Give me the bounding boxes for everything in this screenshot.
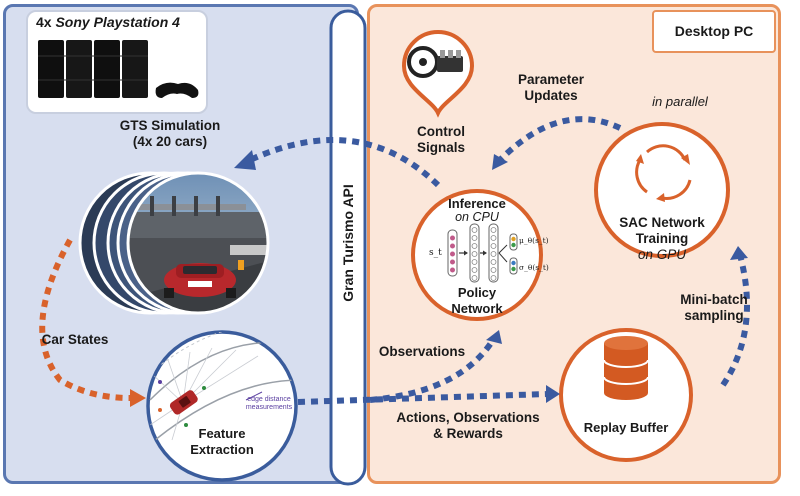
edge-line2: measurements bbox=[245, 404, 293, 411]
minibatch-line2: sampling bbox=[684, 308, 744, 323]
sac-line2: Training bbox=[635, 231, 689, 246]
feature-line1: Feature bbox=[198, 426, 246, 441]
neural-network-icon bbox=[447, 223, 518, 283]
replay-buffer-label: Replay Buffer bbox=[583, 420, 669, 435]
controller-icon bbox=[155, 82, 199, 98]
database-icon bbox=[603, 336, 649, 400]
blue-arrow-heads bbox=[234, 150, 748, 403]
ps-model: Sony Playstation 4 bbox=[55, 14, 180, 30]
car-states-label: Car States bbox=[41, 332, 109, 347]
nn-sigma-label: σ_θ(s_t) bbox=[519, 263, 549, 272]
playstation-title: 4x Sony Playstation 4 bbox=[36, 14, 180, 30]
minibatch-line1: Mini-batch bbox=[680, 292, 748, 307]
sac-line3: on GPU bbox=[637, 247, 687, 262]
training-cycle-icon bbox=[635, 144, 692, 202]
car-states-arrow-head bbox=[130, 389, 146, 407]
edge-line1: edge distance bbox=[247, 396, 291, 403]
parameter-updates-label: Parameter Updates bbox=[506, 72, 596, 104]
desktop-pc-box bbox=[652, 10, 776, 53]
car-icon bbox=[169, 390, 198, 415]
desktop-pc-label: Desktop PC bbox=[674, 23, 754, 39]
mini-batch-arrow bbox=[720, 254, 750, 387]
ps-count: 4x bbox=[36, 14, 56, 30]
control-line1: Control bbox=[417, 124, 465, 139]
observations-label: Observations bbox=[378, 344, 466, 359]
api-bar bbox=[329, 9, 367, 486]
sac-line1: SAC Network bbox=[619, 215, 705, 230]
policy-line2: Network bbox=[451, 301, 503, 316]
gts-simulation-screens bbox=[78, 171, 270, 315]
control-line2: Signals bbox=[416, 140, 465, 155]
policy-line1: Policy bbox=[457, 285, 497, 300]
nn-input-label: s_t bbox=[429, 248, 442, 258]
observations-to-policy-arrow bbox=[369, 338, 496, 403]
policy-network-label: Policy Network bbox=[437, 285, 517, 317]
gts-line1: GTS Simulation bbox=[119, 118, 221, 133]
param-line2: Updates bbox=[524, 88, 578, 103]
gran-turismo-api-label: Gran Turismo API bbox=[340, 184, 356, 302]
mini-batch-label: Mini-batch sampling bbox=[664, 292, 764, 324]
gts-line2: (4x 20 cars) bbox=[132, 134, 208, 149]
actions-line1: Actions, Observations bbox=[396, 410, 540, 425]
actions-line2: & Rewards bbox=[433, 426, 503, 441]
control-signals-pin bbox=[401, 30, 475, 118]
inference-title: Inference bbox=[448, 196, 506, 211]
in-parallel-label: in parallel bbox=[652, 94, 708, 109]
sac-training-node bbox=[594, 122, 730, 258]
playstation-consoles-overlay bbox=[38, 40, 199, 98]
feature-line2: Extraction bbox=[190, 442, 254, 457]
gts-simulation-label: GTS Simulation (4x 20 cars) bbox=[108, 118, 232, 150]
steering-wheel-icon bbox=[407, 46, 463, 78]
inference-subtitle: on CPU bbox=[455, 210, 499, 224]
blue-arrows bbox=[248, 116, 750, 405]
actions-observations-rewards-label: Actions, Observations & Rewards bbox=[378, 410, 558, 442]
param-line1: Parameter bbox=[517, 72, 585, 87]
sim-feedback-arrow bbox=[248, 137, 441, 188]
edge-distance-label: edge distance measurements bbox=[236, 396, 302, 412]
parameter-updates-arrow bbox=[497, 116, 622, 163]
control-signals-label: Control Signals bbox=[400, 124, 482, 156]
feature-extraction-label: Feature Extraction bbox=[182, 426, 262, 458]
sac-training-label: SAC Network Training on GPU bbox=[612, 215, 712, 263]
actions-to-replay-arrow bbox=[297, 391, 549, 405]
nn-mu-label: μ_θ(s_t) bbox=[519, 236, 549, 245]
